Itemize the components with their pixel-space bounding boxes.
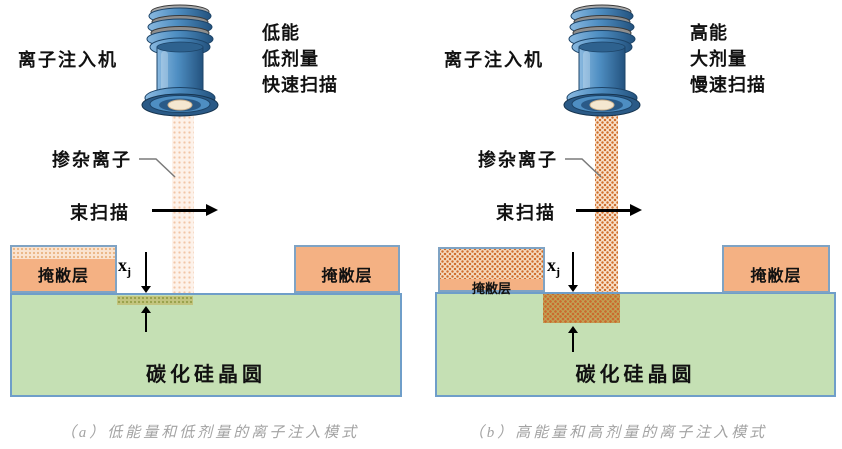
sic-wafer: 碳化硅晶圆 <box>10 293 402 397</box>
mask-label: 掩敝层 <box>471 281 511 296</box>
xj-symbol: x <box>547 255 556 275</box>
beam-scan-arrow <box>576 204 642 218</box>
mask-dose-texture <box>440 249 543 279</box>
implanted-region-shallow <box>117 296 193 305</box>
mode-line: 慢速扫描 <box>690 75 766 95</box>
mode-line: 快速扫描 <box>262 75 338 95</box>
ion-beam-dense <box>595 110 618 293</box>
mask-label: 掩敝层 <box>750 268 802 285</box>
sic-wafer: 碳化硅晶圆 <box>435 292 836 397</box>
mode-line: 低能 <box>262 23 300 43</box>
junction-depth-label: xj <box>118 255 131 280</box>
xj-symbol: x <box>118 255 127 275</box>
panel-caption: （b）高能量和高剂量的离子注入模式 <box>468 425 768 441</box>
beam-scan-label: 束扫描 <box>70 203 130 223</box>
beam-scan-arrow <box>152 204 218 218</box>
dopant-ion-label: 掺杂离子 <box>478 150 558 170</box>
dopant-ion-label: 掺杂离子 <box>52 150 132 170</box>
ion-implanter-device <box>141 4 219 117</box>
mask-layer-left: 掩敝层 <box>10 245 117 293</box>
mode-description: 高能 大剂量 慢速扫描 <box>690 20 766 98</box>
mode-line: 大剂量 <box>690 49 747 69</box>
ion-implanter-device <box>563 4 641 117</box>
implanter-label: 离子注入机 <box>18 50 118 70</box>
depth-arrow-down <box>567 252 579 292</box>
mode-description: 低能 低剂量 快速扫描 <box>262 20 338 98</box>
depth-arrow-up <box>567 326 579 352</box>
implanted-region-deep <box>543 294 620 323</box>
mask-dose-texture <box>12 247 115 259</box>
ion-beam-light <box>172 110 194 294</box>
mode-line: 低剂量 <box>262 49 319 69</box>
mask-layer-right: 掩敝层 <box>722 245 830 293</box>
xj-subscript: j <box>556 264 560 279</box>
junction-depth-label: xj <box>547 255 560 280</box>
depth-arrow-down <box>140 252 152 293</box>
wafer-label: 碳化硅晶圆 <box>146 364 266 386</box>
beam-scan-label: 束扫描 <box>496 203 556 223</box>
mask-layer-right: 掩敝层 <box>294 245 400 293</box>
mask-label: 掩敝层 <box>37 268 89 285</box>
xj-subscript: j <box>127 264 131 279</box>
mode-line: 高能 <box>690 23 728 43</box>
dopant-pointer-line <box>139 158 176 178</box>
dopant-pointer-line <box>565 158 602 178</box>
wafer-label: 碳化硅晶圆 <box>575 364 696 386</box>
mask-layer-left: 掩敝层 <box>438 247 545 296</box>
depth-arrow-up <box>140 306 152 332</box>
implanter-label: 离子注入机 <box>444 50 544 70</box>
panel-caption: （a）低能量和低剂量的离子注入模式 <box>60 425 360 441</box>
mask-label: 掩敝层 <box>321 268 373 285</box>
